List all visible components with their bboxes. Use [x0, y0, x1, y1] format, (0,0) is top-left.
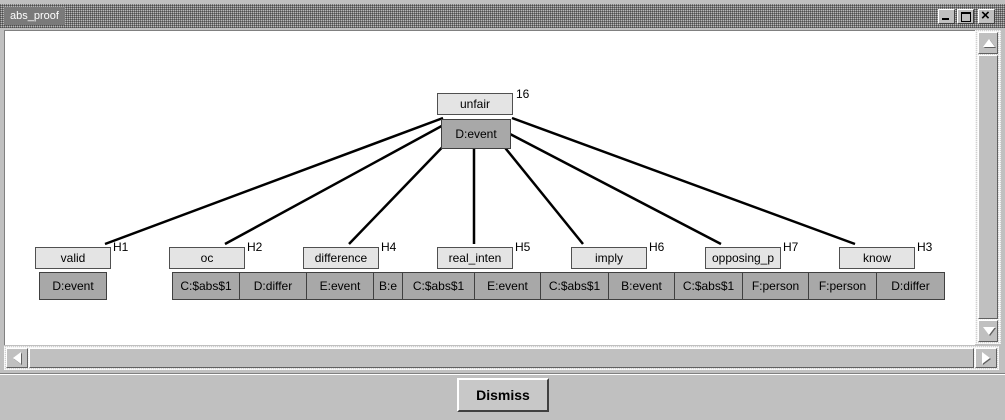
dismiss-button[interactable]: Dismiss: [457, 378, 549, 412]
child-node-know[interactable]: know: [839, 247, 915, 269]
child-number-valid: H1: [113, 240, 129, 254]
edge-layer: [104, 116, 856, 246]
vertical-scrollbar[interactable]: [975, 30, 1001, 344]
scroll-right-button[interactable]: [975, 348, 997, 368]
cell-real-inten-1: E:event: [474, 272, 541, 300]
horizontal-scrollbar[interactable]: [4, 346, 999, 370]
cell-imply-1: B:event: [608, 272, 675, 300]
scroll-up-button[interactable]: [978, 32, 998, 54]
cell-oc-0: C:$abs$1: [172, 272, 240, 300]
edge-valid: [104, 116, 444, 246]
cell-difference-0: E:event: [306, 272, 374, 300]
arrow-left-icon: [13, 352, 21, 364]
child-number-real-inten: H5: [515, 240, 531, 254]
cell-opposing-p-1: F:person: [742, 272, 809, 300]
edge-opposing-p: [509, 132, 722, 246]
maximize-icon[interactable]: [957, 9, 974, 24]
proof-graph-canvas: unfair 16 D:event valid H1 D:event oc H2…: [4, 30, 975, 345]
root-node-label[interactable]: unfair: [437, 93, 513, 115]
child-number-opposing-p: H7: [783, 240, 799, 254]
title-bar[interactable]: abs_proof: [0, 4, 1005, 28]
scroll-left-button[interactable]: [6, 348, 28, 368]
arrow-down-icon: [983, 327, 995, 335]
root-node-cell: D:event: [441, 119, 511, 149]
child-node-difference[interactable]: difference: [303, 247, 379, 269]
window-title: abs_proof: [4, 7, 65, 25]
child-number-know: H3: [917, 240, 933, 254]
cell-know-0: F:person: [808, 272, 877, 300]
child-number-difference: H4: [381, 240, 397, 254]
footer-divider: [0, 373, 1005, 375]
arrow-right-icon: [982, 352, 990, 364]
child-number-imply: H6: [649, 240, 665, 254]
child-number-oc: H2: [247, 240, 263, 254]
child-node-opposing-p[interactable]: opposing_p: [705, 247, 781, 269]
edge-difference: [348, 133, 456, 245]
cell-oc-1: D:differ: [239, 272, 307, 300]
arrow-up-icon: [983, 39, 995, 47]
edge-imply: [501, 143, 584, 245]
close-icon[interactable]: [978, 7, 995, 24]
minimize-icon[interactable]: [938, 9, 955, 24]
cell-imply-0: C:$abs$1: [540, 272, 609, 300]
edge-know: [511, 116, 856, 246]
child-node-valid[interactable]: valid: [35, 247, 111, 269]
scroll-down-button[interactable]: [978, 320, 998, 342]
edge-oc: [224, 120, 450, 246]
child-node-real-inten[interactable]: real_inten: [437, 247, 513, 269]
cell-know-1: D:differ: [876, 272, 945, 300]
vertical-scroll-thumb[interactable]: [978, 55, 998, 319]
child-node-oc[interactable]: oc: [169, 247, 245, 269]
root-node-number: 16: [516, 87, 530, 101]
child-node-imply[interactable]: imply: [571, 247, 647, 269]
cell-real-inten-0: C:$abs$1: [402, 272, 475, 300]
cell-valid-0: D:event: [39, 272, 107, 300]
horizontal-scroll-thumb[interactable]: [29, 348, 974, 368]
cell-difference-1: B:e: [373, 272, 403, 300]
cell-opposing-p-0: C:$abs$1: [674, 272, 743, 300]
